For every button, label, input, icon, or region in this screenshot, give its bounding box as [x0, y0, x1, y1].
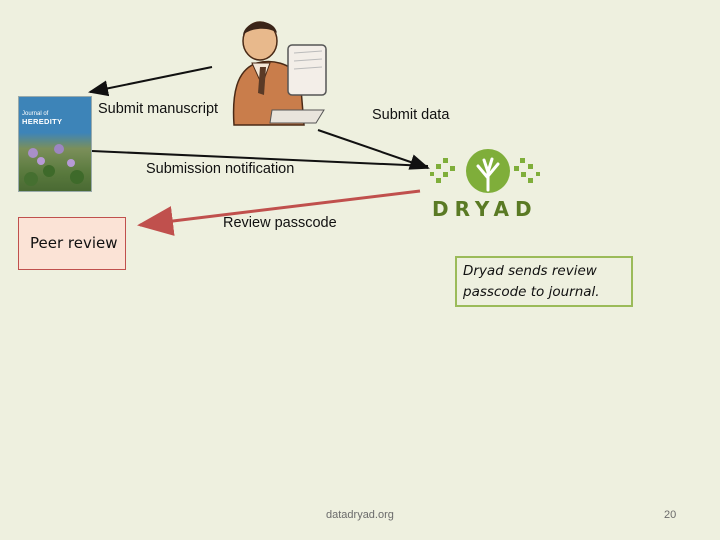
footer-url: datadryad.org	[326, 509, 394, 521]
peer-review-box: Peer review	[18, 217, 126, 270]
journal-cover-image: Journal of HEREDITY	[18, 96, 92, 192]
researcher-at-computer-icon	[232, 21, 327, 126]
review-passcode-label: Review passcode	[223, 215, 337, 231]
peer-review-label: Peer review	[30, 234, 118, 252]
journal-cover-title: HEREDITY	[22, 117, 63, 126]
dryad-tree-logo-icon	[430, 149, 540, 193]
dryad-wordmark: DRYAD	[432, 197, 538, 221]
submit-data-arrow	[317, 129, 430, 170]
submission-notification-label: Submission notification	[146, 161, 295, 177]
submit-data-label: Submit data	[372, 107, 450, 123]
submission-notification-line	[91, 150, 429, 167]
page-number: 20	[664, 509, 677, 521]
submit-manuscript-arrow	[88, 66, 213, 97]
journal-cover-line1: Journal of	[22, 111, 49, 117]
flower-illustration	[24, 144, 84, 186]
submit-manuscript-label: Submit manuscript	[98, 101, 219, 117]
review-passcode-arrow	[137, 189, 421, 236]
dryad-note-box: Dryad sends review passcode to journal.	[455, 256, 633, 307]
